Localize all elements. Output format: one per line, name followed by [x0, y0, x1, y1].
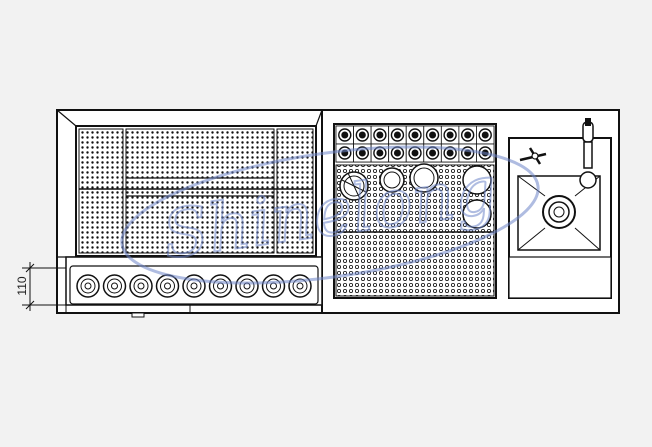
- bottle-icon: [76, 274, 100, 298]
- circle-well-icon: [339, 171, 369, 201]
- circle-well-icon: [379, 167, 405, 193]
- perforated-panel-left: [78, 128, 124, 254]
- bottle-icon: [102, 274, 127, 298]
- glass-rack-cell: [353, 125, 372, 145]
- faucet-icon: [579, 118, 597, 189]
- circle-well-icon: [409, 163, 439, 193]
- glass-rack-cell: [476, 125, 495, 145]
- glass-rack-cell: [388, 125, 407, 145]
- glass-rack-cell: [405, 143, 425, 163]
- drain-icon: [542, 195, 576, 229]
- height-dimension: 110: [15, 262, 66, 311]
- dimension-label: 110: [15, 276, 29, 295]
- ice-bin-section: [56, 109, 323, 258]
- bottle-icon: [235, 274, 259, 298]
- glass-rack-cell: [405, 125, 425, 145]
- glass-rack-cell: [335, 143, 354, 163]
- glass-rack-cell: [440, 125, 460, 145]
- glass-rack-cell: [458, 125, 477, 145]
- bottle-icon: [288, 274, 312, 298]
- bottle-icon: [129, 274, 153, 298]
- glass-rack-cell: [335, 125, 354, 145]
- circle-well-icon: [462, 165, 492, 195]
- bottle-icon: [208, 274, 233, 298]
- circle-well-icon: [462, 199, 492, 229]
- perforated-panel-center: [125, 128, 275, 254]
- glass-rack-section: [333, 123, 497, 299]
- glass-rack-cell: [423, 125, 442, 145]
- hand-sink-section: [508, 118, 612, 299]
- glass-rack-cell: [353, 143, 372, 163]
- tap-handle-icon: [519, 147, 547, 165]
- glass-rack-cell: [370, 125, 390, 145]
- bottle-icon: [155, 274, 180, 298]
- perforated-panel-right: [276, 128, 314, 254]
- bottle-icon: [261, 274, 286, 298]
